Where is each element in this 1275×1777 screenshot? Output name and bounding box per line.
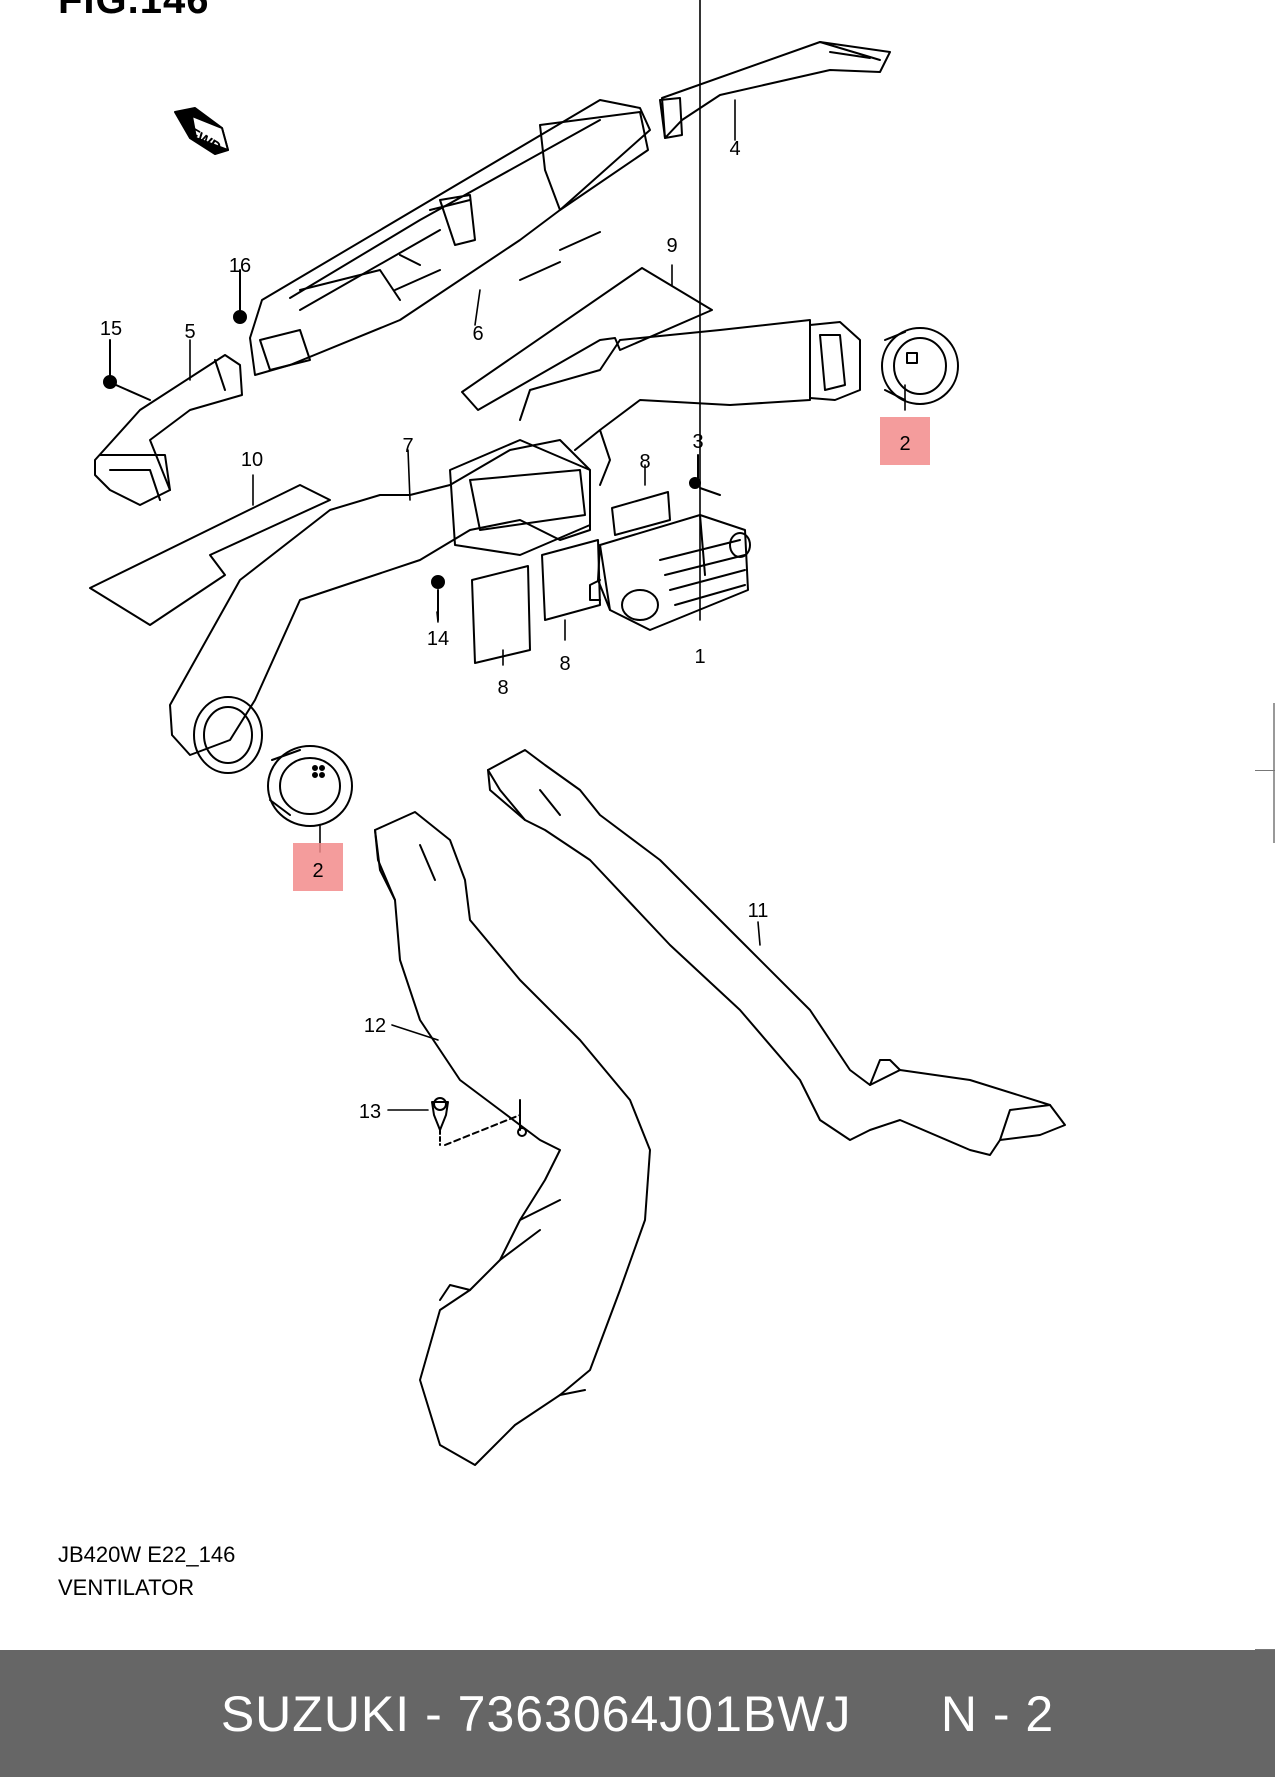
part-10-pad <box>89 484 331 626</box>
callout-4: 4 <box>729 138 740 160</box>
fwd-arrow-icon: FWD <box>174 107 229 157</box>
part-14-screw-icon <box>431 575 445 621</box>
callout-2-right: 2 <box>899 433 910 455</box>
part-11-floor-duct <box>487 749 1066 1156</box>
left-duct-outlet-ring <box>193 696 263 774</box>
callout-15: 15 <box>100 318 122 340</box>
part-9-pad <box>461 267 713 411</box>
footer-gap-3 <box>851 1685 940 1743</box>
callout-5: 5 <box>184 321 195 343</box>
callout-10: 10 <box>241 449 263 471</box>
figure-code: JB420W E22_146 <box>58 1542 236 1567</box>
figure-title: FIG.146 <box>58 0 210 22</box>
part-6-main-duct <box>249 99 651 376</box>
footer-brand: SUZUKI <box>220 1685 411 1742</box>
callout-7: 7 <box>402 435 413 457</box>
part-2-right-louver <box>881 327 959 405</box>
figure-name: VENTILATOR <box>58 1575 195 1600</box>
ventilator-diagram: FWD <box>89 0 1066 1466</box>
part-13-clip-icon <box>431 1097 527 1146</box>
callout-1: 1 <box>694 646 705 668</box>
callout-8-b: 8 <box>559 653 570 675</box>
part-2-left-louver <box>267 745 353 827</box>
callout-2-left: 2 <box>312 860 323 882</box>
highlight-box-right <box>880 417 930 465</box>
callout-16: 16 <box>229 255 251 277</box>
part-3-screw-icon <box>689 454 721 496</box>
footer-gap-2 <box>443 1685 458 1743</box>
callout-8-c: 8 <box>497 677 508 699</box>
callout-11: 11 <box>748 900 769 922</box>
leader-lines <box>189 0 906 1111</box>
highlight-box-left <box>293 843 343 891</box>
edge-tick-bottom <box>1255 1649 1275 1650</box>
part-15-screw-icon <box>103 339 151 401</box>
edge-tick <box>1255 770 1275 771</box>
footer-separator: - <box>425 1685 443 1742</box>
callout-9: 9 <box>666 235 677 257</box>
callout-14: 14 <box>427 628 449 650</box>
part-8-pads <box>471 491 671 664</box>
edge-scroll-indicator <box>1273 703 1275 843</box>
part-16-screw-icon <box>233 269 247 324</box>
footer-part-number: 7363064J01BWJ <box>457 1685 852 1742</box>
part-4-duct <box>659 41 891 139</box>
callout-8-a: 8 <box>639 451 650 473</box>
callout-6: 6 <box>472 323 483 345</box>
part-12-floor-duct <box>374 811 651 1466</box>
part-5-duct <box>94 354 243 506</box>
footer-position: N - 2 <box>940 1685 1055 1742</box>
callout-3: 3 <box>692 431 703 453</box>
callout-13: 13 <box>359 1101 381 1123</box>
footer-gap <box>410 1685 425 1743</box>
footer-bar: SUZUKI - 7363064J01BWJ N - 2 <box>0 1650 1275 1777</box>
part-7-center-duct <box>169 319 861 756</box>
callout-12: 12 <box>364 1015 386 1037</box>
